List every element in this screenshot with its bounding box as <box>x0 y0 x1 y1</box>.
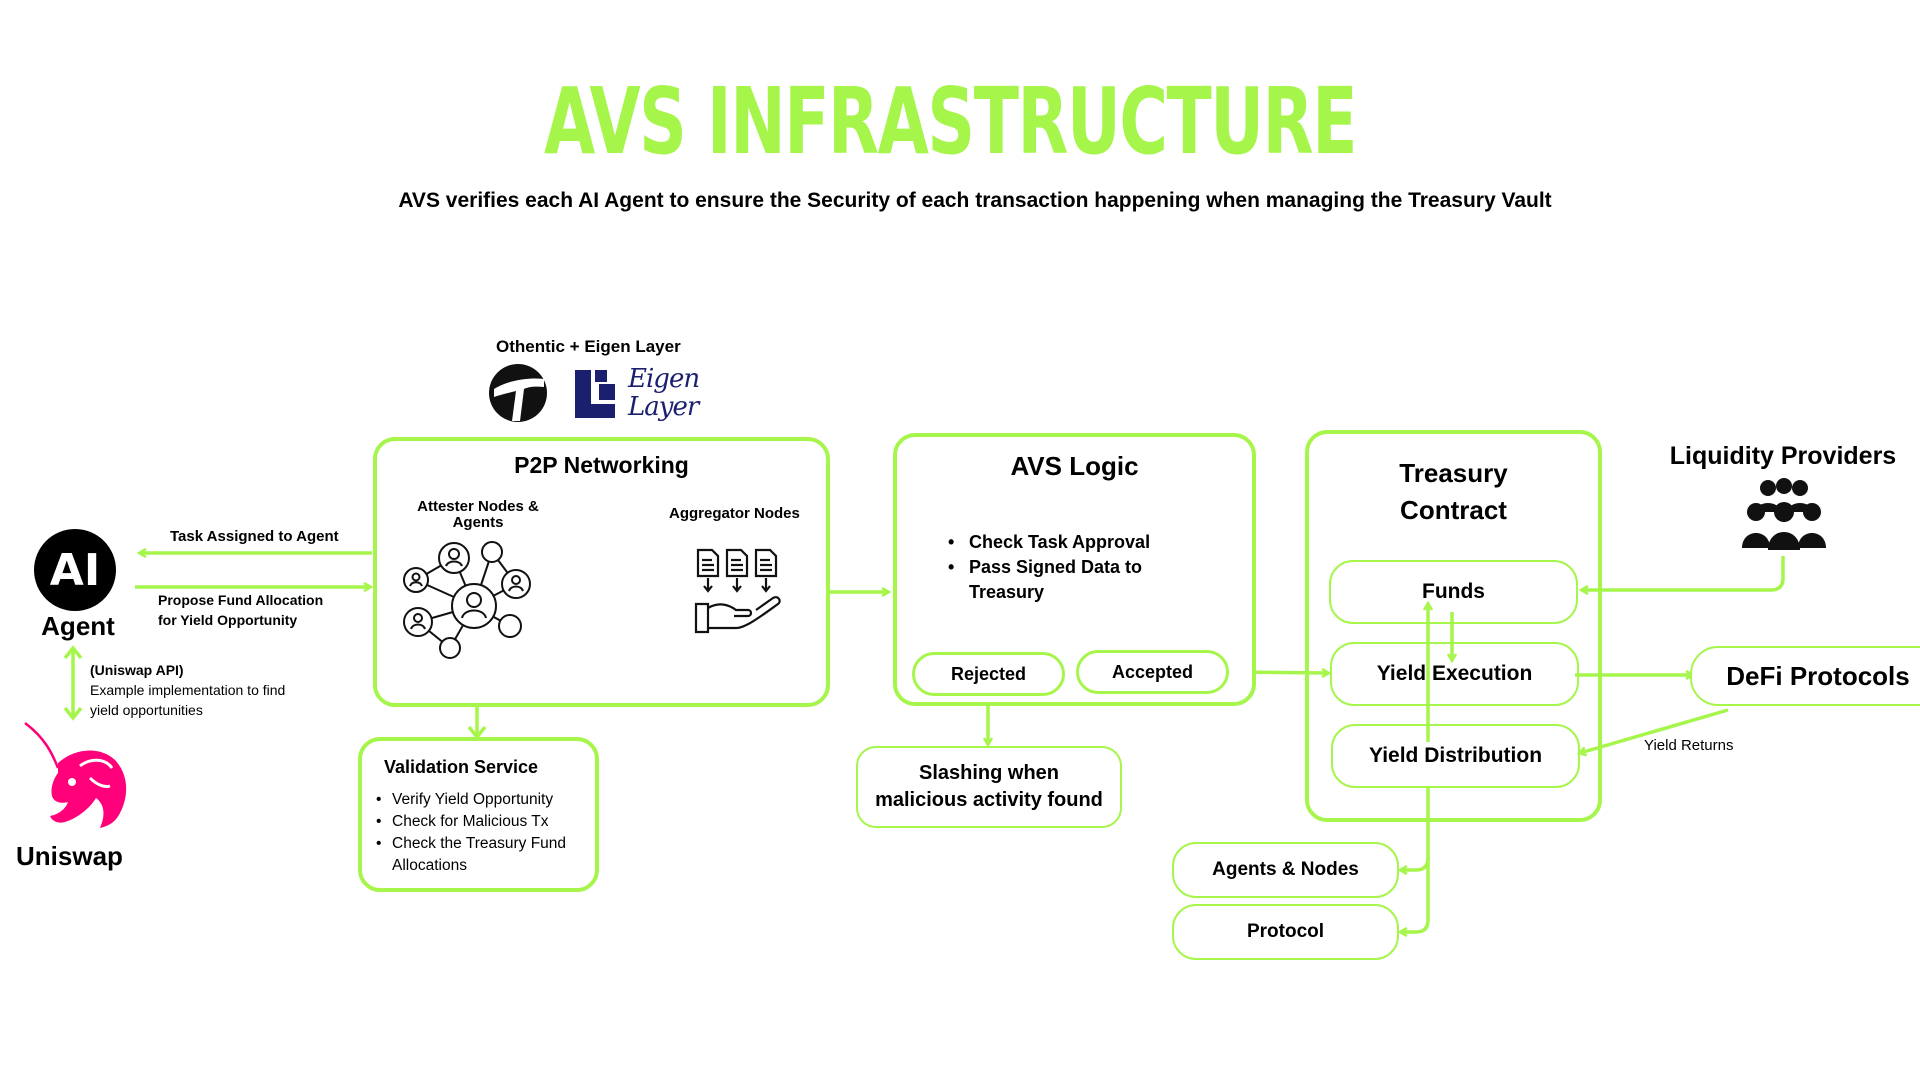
aggregator-label: Aggregator Nodes <box>669 505 800 522</box>
agent-label: Agent <box>41 611 115 641</box>
accepted-badge: Accepted <box>1076 650 1229 694</box>
ai-logo-text: AI <box>49 544 101 596</box>
validation-service-box <box>358 737 599 892</box>
othentic-eigen-label: Othentic + Eigen Layer <box>496 337 681 356</box>
uniswap-api-desc-1: Example implementation to find <box>90 682 286 698</box>
propose-label-2: for Yield Opportunity <box>158 612 298 628</box>
avs-logic-item-continued: Treasury <box>969 582 1045 602</box>
slashing-line-2: malicious activity found <box>875 789 1103 811</box>
attester-label-2: Agents <box>452 514 504 531</box>
avs-logic-title: AVS Logic <box>1010 451 1139 481</box>
agent-node: AI <box>34 529 116 611</box>
uniswap-label: Uniswap <box>16 841 123 871</box>
uniswap-api-desc-2: yield opportunities <box>90 702 203 718</box>
slashing-box: Slashing when malicious activity found <box>856 746 1122 828</box>
arrow-liquidity-to-funds <box>1582 556 1785 590</box>
othentic-logo-icon <box>489 364 547 422</box>
avs-logic-item: •Check Task Approval <box>948 532 1151 552</box>
uniswap-unicorn-icon <box>24 722 127 828</box>
page-subtitle: AVS verifies each AI Agent to ensure the… <box>398 189 1552 212</box>
network-nodes-icon <box>403 541 531 659</box>
defi-protocols-box: DeFi Protocols <box>1690 646 1920 706</box>
avs-logic-list: •Check Task Approval •Pass Signed Data t… <box>946 530 1150 605</box>
propose-label-1: Propose Fund Allocation <box>158 592 324 608</box>
yield-returns-label: Yield Returns <box>1644 737 1734 754</box>
attester-label-1: Attester Nodes & <box>417 498 539 515</box>
funds-box: Funds <box>1329 560 1578 624</box>
validation-list: •Verify Yield Opportunity •Check for Mal… <box>372 789 566 877</box>
rejected-badge: Rejected <box>912 652 1065 696</box>
slashing-line-1: Slashing when <box>918 762 1060 784</box>
eigen-wordmark-2: Layer <box>628 392 699 422</box>
yield-execution-box: Yield Execution <box>1330 642 1579 706</box>
liquidity-providers-label: Liquidity Providers <box>1669 442 1897 470</box>
page-title: AVS INFRASTRUCTURE <box>543 68 1357 175</box>
task-assigned-label: Task Assigned to Agent <box>170 528 339 545</box>
treasury-title-1: Treasury <box>1399 458 1508 488</box>
validation-title: Validation Service <box>384 757 539 777</box>
yield-distribution-box: Yield Distribution <box>1331 724 1580 788</box>
p2p-title: P2P Networking <box>514 452 689 478</box>
uniswap-api-title: (Uniswap API) <box>90 662 184 678</box>
arrow-defi-returns <box>1580 708 1729 753</box>
eigen-wordmark-1: Eigen <box>628 364 700 394</box>
protocol-box: Protocol <box>1172 904 1399 960</box>
treasury-contract-box <box>1305 430 1602 822</box>
arrow-to-protocol <box>1401 858 1430 932</box>
validation-item: •Check the Treasury Fund <box>376 835 567 852</box>
agents-nodes-box: Agents & Nodes <box>1172 842 1399 898</box>
eigenlayer-logo-icon <box>575 370 615 418</box>
treasury-title-2: Contract <box>1400 495 1507 525</box>
validation-item-continued: Allocations <box>392 857 467 874</box>
aggregator-documents-icon <box>694 548 781 634</box>
avs-logic-item: •Pass Signed Data to <box>948 557 1143 577</box>
validation-item: •Check for Malicious Tx <box>376 813 549 830</box>
people-group-icon <box>1742 478 1826 550</box>
validation-item: •Verify Yield Opportunity <box>376 791 554 808</box>
